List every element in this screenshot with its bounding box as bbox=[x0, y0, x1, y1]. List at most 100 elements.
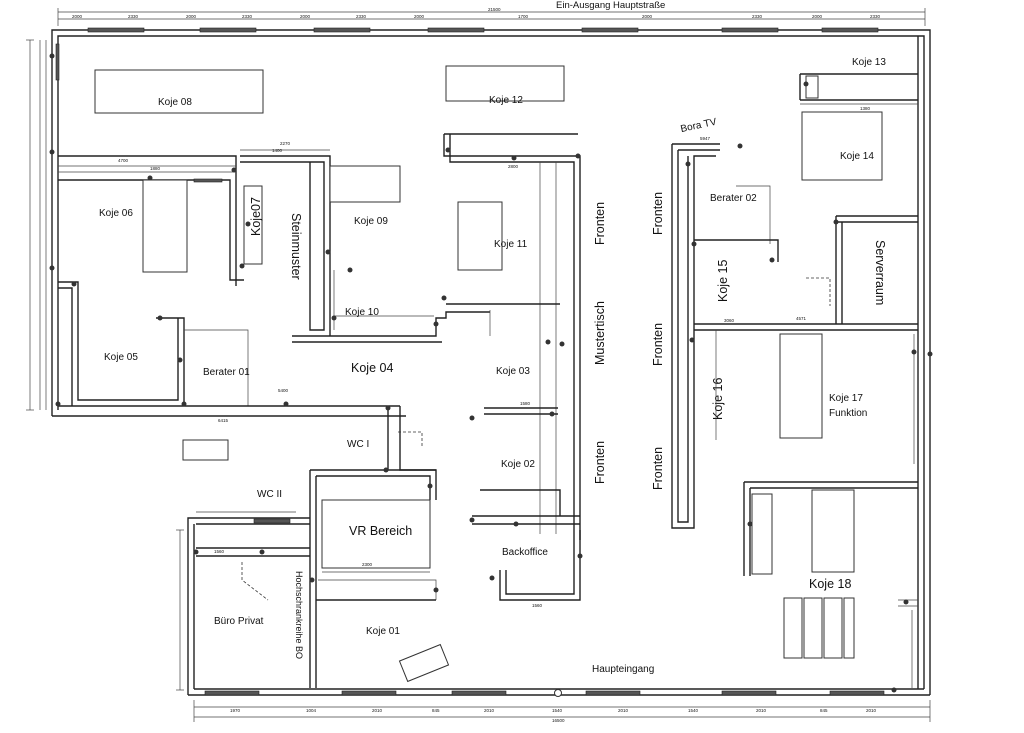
window bbox=[829, 690, 885, 696]
area-center: Koje 12 2800 Koje 11 Koje 03 1580 Koje 0… bbox=[443, 65, 607, 540]
dimension-label: 6415 bbox=[218, 418, 229, 423]
koje-12-stand bbox=[445, 65, 565, 102]
display-panel bbox=[803, 597, 823, 659]
window bbox=[585, 690, 641, 696]
display-panel bbox=[843, 597, 855, 659]
koje-16-label: Koje 16 bbox=[711, 378, 725, 420]
top-dimension-chain: 21500 2000 2330 2000 2330 2000 2330 2000… bbox=[57, 0, 926, 26]
vr-bereich-label: VR Bereich bbox=[349, 524, 412, 538]
bottom-dimension-chain: 1970 1004 2010 845 2010 1540 2010 1540 2… bbox=[193, 689, 931, 723]
dimension-label: 1400 bbox=[272, 148, 283, 153]
koje-01-label: Koje 01 bbox=[366, 626, 400, 637]
koje-18-label: Koje 18 bbox=[809, 577, 851, 591]
dimension-label: 2010 bbox=[484, 708, 495, 713]
counter bbox=[182, 439, 229, 461]
window bbox=[87, 27, 145, 33]
window bbox=[427, 27, 485, 33]
dimension-label: 2000 bbox=[300, 14, 311, 19]
buero-privat-label: Büro Privat bbox=[214, 616, 264, 627]
fronten-label-3: Fronten bbox=[651, 192, 665, 235]
dimension-label: 5400 bbox=[278, 388, 289, 393]
steinmuster-label: Steinmuster bbox=[289, 213, 303, 280]
area-bottom-left: WC I VR Bereich WC II Büro Privat Hochsc… bbox=[196, 406, 654, 688]
window bbox=[204, 690, 260, 696]
area-center-left: 2270 1400 Koje07 Steinmuster Koje 09 Koj… bbox=[240, 141, 490, 375]
koje-08-label: Koje 08 bbox=[158, 97, 192, 108]
dimension-label: 2000 bbox=[414, 14, 425, 19]
window bbox=[313, 27, 371, 33]
window bbox=[581, 27, 639, 33]
dimension-label: 2330 bbox=[242, 14, 253, 19]
fronten-label-1: Fronten bbox=[593, 202, 607, 245]
dimension-label: 2000 bbox=[642, 14, 653, 19]
left-dimension-chain bbox=[26, 39, 184, 691]
window bbox=[721, 27, 779, 33]
dimension-label: 845 bbox=[820, 708, 828, 713]
outer-walls bbox=[39, 29, 931, 696]
koje-06-label: Koje 06 bbox=[99, 208, 133, 219]
dimension-label: 1880 bbox=[150, 166, 161, 171]
koje-13-label: Koje 13 bbox=[852, 57, 886, 68]
window bbox=[821, 27, 879, 33]
entrance-exit-title: Ein-Ausgang Hauptstraße bbox=[556, 0, 665, 11]
koje-11-label: Koje 11 bbox=[494, 239, 528, 250]
dimension-label: 845 bbox=[432, 708, 440, 713]
window bbox=[721, 690, 777, 696]
dimension-label: 2300 bbox=[362, 562, 373, 567]
dimension-label: 5947 bbox=[700, 136, 711, 141]
koje-08-stand bbox=[94, 69, 264, 114]
hochschrank-label: Hochschrankreihe BO bbox=[294, 571, 304, 659]
serverraum-label: Serverraum bbox=[873, 240, 887, 305]
koje-12-label: Koje 12 bbox=[489, 95, 523, 106]
mustertisch-label: Mustertisch bbox=[593, 301, 607, 365]
bora-tv-label: Bora TV bbox=[680, 117, 718, 135]
koje-10-label: Koje 10 bbox=[345, 307, 379, 318]
windows bbox=[55, 27, 885, 696]
dimension-label: 1580 bbox=[520, 401, 531, 406]
display-panel bbox=[823, 597, 843, 659]
area-left: Koje 08 Koje 06 4700 1880 Koje 05 Berate… bbox=[52, 69, 406, 461]
dimension-label: 4571 bbox=[796, 316, 807, 321]
dimension-label: 1560 bbox=[532, 603, 543, 608]
dimension-label: 1560 bbox=[214, 549, 225, 554]
pillar-dots bbox=[49, 53, 933, 693]
koje-14-label: Koje 14 bbox=[840, 151, 874, 162]
window bbox=[341, 690, 397, 696]
backoffice-label: Backoffice bbox=[502, 547, 548, 558]
dimension-label: 21500 bbox=[488, 7, 501, 12]
berater-02-label: Berater 02 bbox=[710, 193, 757, 204]
koje-17-label-1: Koje 17 bbox=[829, 393, 863, 404]
dimension-label: 2000 bbox=[186, 14, 197, 19]
dimension-label: 2010 bbox=[618, 708, 629, 713]
wc-2-label: WC II bbox=[257, 489, 282, 500]
haupteingang-label: Haupteingang bbox=[592, 664, 654, 675]
dimension-label: 2010 bbox=[866, 708, 877, 713]
wc-1-label: WC I bbox=[347, 439, 369, 450]
koje-15-label: Koje 15 bbox=[716, 260, 730, 302]
display-panel bbox=[783, 597, 803, 659]
koje-17-label-2: Funktion bbox=[829, 408, 867, 419]
koje-09-label: Koje 09 bbox=[354, 216, 388, 227]
dimension-label: 2800 bbox=[508, 164, 519, 169]
koje-05-label: Koje 05 bbox=[104, 352, 138, 363]
area-center-right: 5947 Bora TV Fronten Fronten Fronten Ber… bbox=[651, 117, 918, 529]
dimension-label: 3060 bbox=[724, 318, 735, 323]
table bbox=[398, 643, 450, 683]
dimension-label: 1970 bbox=[230, 708, 241, 713]
dimension-label: 2000 bbox=[812, 14, 823, 19]
dimension-label: 2010 bbox=[756, 708, 767, 713]
koje-07-label: Koje07 bbox=[249, 197, 263, 236]
area-backoffice: 1560 Backoffice bbox=[499, 530, 581, 608]
dimension-label: 2330 bbox=[752, 14, 763, 19]
dimension-label: 1540 bbox=[688, 708, 699, 713]
fronten-label-2: Fronten bbox=[593, 441, 607, 484]
dimension-label: 1004 bbox=[306, 708, 317, 713]
window bbox=[451, 690, 507, 696]
fronten-label-5: Fronten bbox=[651, 447, 665, 490]
dimension-label: 2330 bbox=[870, 14, 881, 19]
dimension-label: 16500 bbox=[552, 718, 565, 723]
koje-03-label: Koje 03 bbox=[496, 366, 530, 377]
koje-02-label: Koje 02 bbox=[501, 459, 535, 470]
dimension-label: 4700 bbox=[118, 158, 129, 163]
